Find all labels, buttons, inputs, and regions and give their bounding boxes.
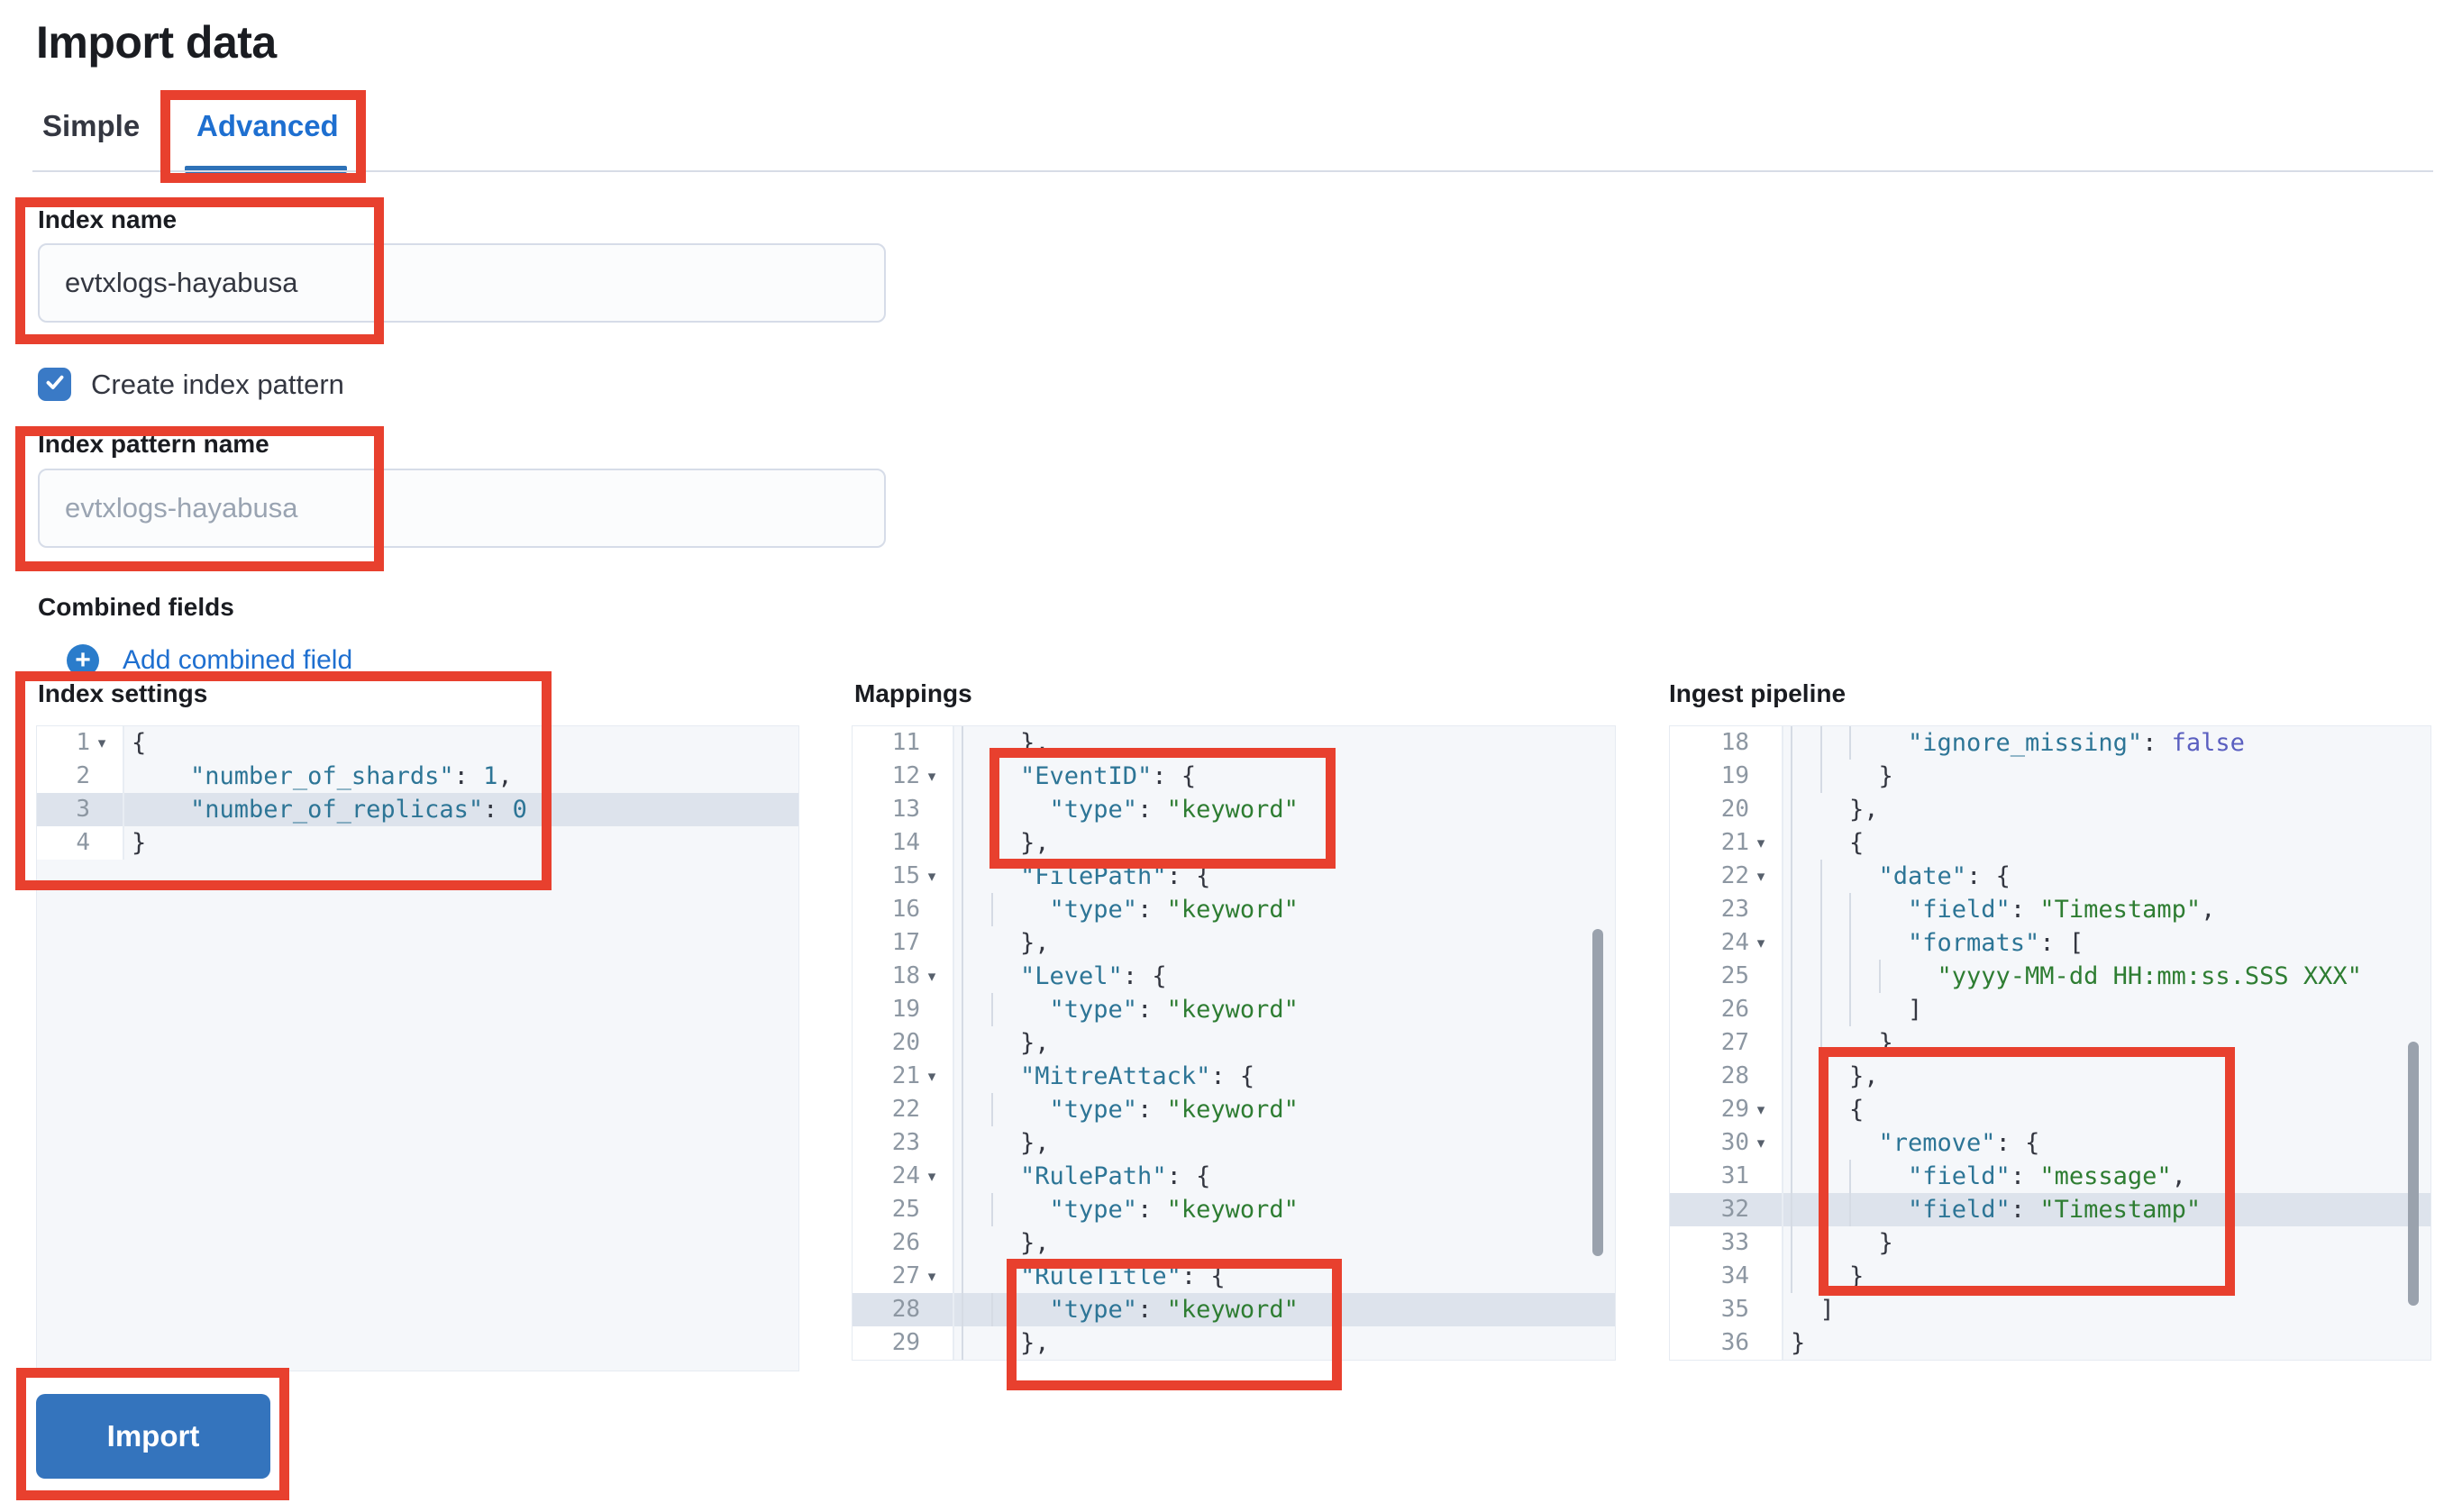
code-line: 33 } [1670, 1226, 2430, 1260]
code-line: 20 }, [853, 1026, 1615, 1060]
code-line: 24▾ "formats": [ [1670, 926, 2430, 960]
code-line: 18▾ "Level": { [853, 960, 1615, 993]
tab-simple[interactable]: Simple [42, 109, 141, 142]
fold-arrow-icon[interactable]: ▾ [927, 1268, 936, 1285]
tab-advanced-active-underline [185, 166, 347, 173]
code-line: 27 } [1670, 1026, 2430, 1060]
code-line: 29 }, [853, 1326, 1615, 1360]
tabbar-divider [32, 170, 2433, 172]
mappings-scrollbar-thumb[interactable] [1592, 929, 1603, 1256]
create-index-pattern-label: Create index pattern [91, 368, 344, 400]
code-line: 13 "type": "keyword" [853, 793, 1615, 826]
fold-arrow-icon[interactable]: ▾ [927, 968, 936, 985]
code-line: 15▾ "FilePath": { [853, 860, 1615, 893]
fold-arrow-icon[interactable]: ▾ [927, 1068, 936, 1085]
code-line: 3 "number_of_replicas": 0 [37, 793, 798, 826]
index-name-input[interactable] [38, 243, 886, 323]
code-line: 21▾ { [1670, 826, 2430, 860]
code-line: 18 "ignore_missing": false [1670, 726, 2430, 760]
code-line: 12▾ "EventID": { [853, 760, 1615, 793]
code-line: 22▾ "date": { [1670, 860, 2430, 893]
tab-advanced[interactable]: Advanced [196, 109, 339, 142]
fold-arrow-icon[interactable]: ▾ [1756, 1101, 1765, 1118]
code-line: 30▾ "remove": { [1670, 1126, 2430, 1160]
import-button[interactable]: Import [36, 1394, 270, 1479]
index-settings-label: Index settings [38, 679, 208, 707]
ingest-pipeline-label: Ingest pipeline [1669, 679, 1847, 707]
code-line: 4} [37, 826, 798, 860]
code-line: 1▾{ [37, 726, 798, 760]
fold-arrow-icon[interactable]: ▾ [1756, 868, 1765, 885]
code-line: 22 "type": "keyword" [853, 1093, 1615, 1126]
fold-arrow-icon[interactable]: ▾ [1756, 934, 1765, 952]
code-line: 14 }, [853, 826, 1615, 860]
fold-arrow-icon[interactable]: ▾ [927, 768, 936, 785]
code-line: 19 "type": "keyword" [853, 993, 1615, 1026]
create-index-pattern-row: Create index pattern [38, 368, 344, 401]
code-line: 28 "type": "keyword" [853, 1293, 1615, 1326]
fold-arrow-icon[interactable]: ▾ [927, 1168, 936, 1185]
code-line: 21▾ "MitreAttack": { [853, 1060, 1615, 1093]
code-line: 34 } [1670, 1260, 2430, 1293]
fold-arrow-icon[interactable]: ▾ [97, 734, 106, 751]
index-settings-editor[interactable]: 1▾{2 "number_of_shards": 1,3 "number_of_… [36, 725, 799, 1371]
mappings-label: Mappings [854, 679, 972, 707]
code-line: 36} [1670, 1326, 2430, 1360]
code-line: 26 ] [1670, 993, 2430, 1026]
code-line: 24▾ "RulePath": { [853, 1160, 1615, 1193]
code-line: 26 }, [853, 1226, 1615, 1260]
code-line: 31 "field": "message", [1670, 1160, 2430, 1193]
ingest-pipeline-scrollbar-thumb[interactable] [2408, 1042, 2419, 1306]
code-line: 23 }, [853, 1126, 1615, 1160]
code-line: 29▾ { [1670, 1093, 2430, 1126]
add-combined-field-link[interactable]: + Add combined field [67, 644, 352, 677]
plus-circle-icon: + [67, 644, 99, 677]
code-line: 17 }, [853, 926, 1615, 960]
combined-fields-label: Combined fields [38, 593, 234, 621]
fold-arrow-icon[interactable]: ▾ [1756, 834, 1765, 852]
index-pattern-name-input[interactable] [38, 469, 886, 548]
mappings-editor[interactable]: 11 },12▾ "EventID": {13 "type": "keyword… [852, 725, 1616, 1361]
code-line: 35 ] [1670, 1293, 2430, 1326]
code-line: 28 }, [1670, 1060, 2430, 1093]
code-line: 27▾ "RuleTitle": { [853, 1260, 1615, 1293]
code-line: 23 "field": "Timestamp", [1670, 893, 2430, 926]
page-title: Import data [36, 17, 277, 68]
code-line: 19 } [1670, 760, 2430, 793]
code-line: 2 "number_of_shards": 1, [37, 760, 798, 793]
fold-arrow-icon[interactable]: ▾ [1756, 1134, 1765, 1152]
code-line: 25 "yyyy-MM-dd HH:mm:ss.SSS XXX" [1670, 960, 2430, 993]
checkmark-icon [44, 371, 66, 397]
fold-arrow-icon[interactable]: ▾ [927, 868, 936, 885]
code-line: 11 }, [853, 726, 1615, 760]
code-line: 25 "type": "keyword" [853, 1193, 1615, 1226]
add-combined-field-label: Add combined field [123, 645, 353, 675]
index-name-label: Index name [38, 205, 178, 233]
code-line: 32 "field": "Timestamp" [1670, 1193, 2430, 1226]
index-pattern-name-label: Index pattern name [38, 430, 269, 458]
create-index-pattern-checkbox[interactable] [38, 368, 71, 401]
code-line: 20 }, [1670, 793, 2430, 826]
code-line: 16 "type": "keyword" [853, 893, 1615, 926]
